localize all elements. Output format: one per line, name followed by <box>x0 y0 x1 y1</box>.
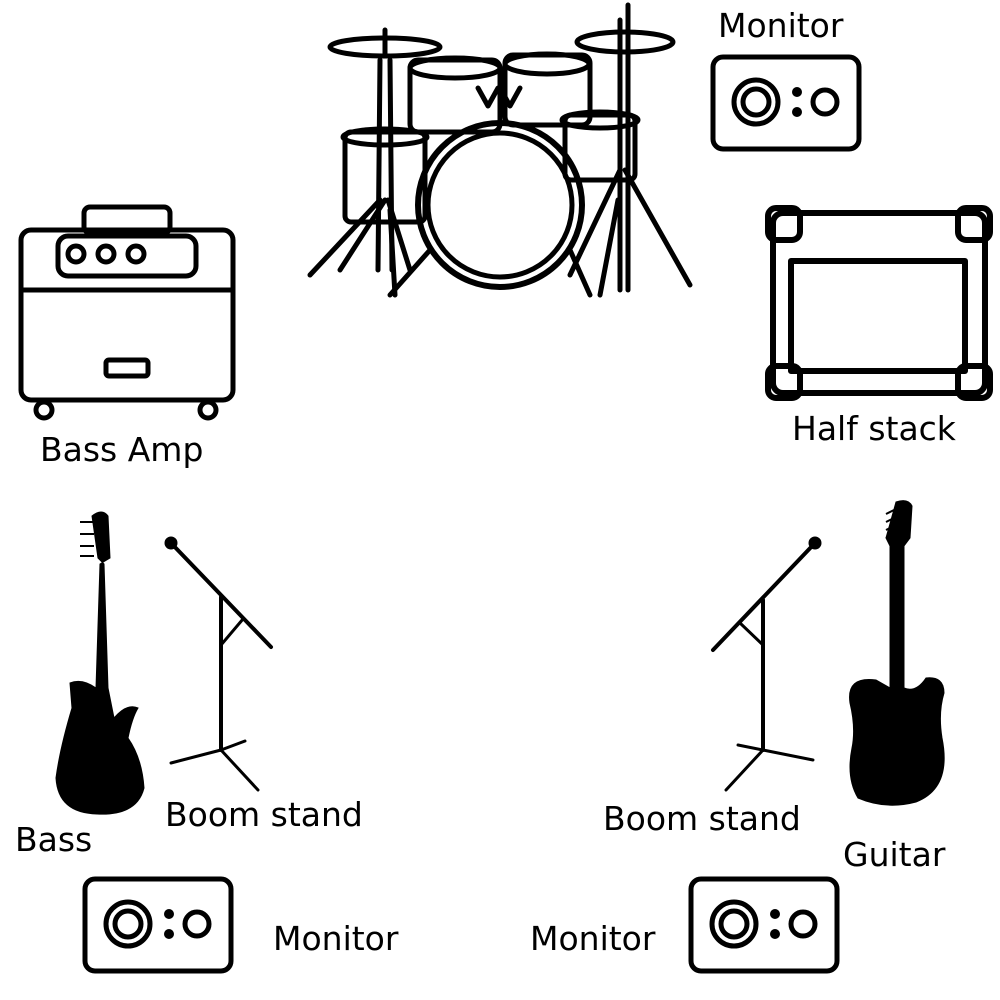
half-stack-icon <box>765 205 993 401</box>
monitor-bottom-left-icon <box>81 876 235 974</box>
boom-stand-right-label: Boom stand <box>603 799 801 838</box>
monitor-bottom-right-label: Monitor <box>530 919 656 958</box>
guitar-icon <box>846 498 954 808</box>
bass-amp-label: Bass Amp <box>40 430 204 469</box>
bass-amp-icon <box>18 204 238 422</box>
drum-kit-icon <box>300 0 700 300</box>
monitor-top-icon <box>710 54 862 152</box>
monitor-bottom-left-label: Monitor <box>273 919 399 958</box>
half-stack-label: Half stack <box>792 409 956 448</box>
guitar-label: Guitar <box>843 835 946 874</box>
boom-stand-left-label: Boom stand <box>165 795 363 834</box>
boom-stand-right-icon <box>708 535 823 795</box>
bass-label: Bass <box>15 820 93 859</box>
monitor-top-label: Monitor <box>718 6 844 45</box>
boom-stand-left-icon <box>163 535 275 795</box>
monitor-bottom-right-icon <box>688 876 840 974</box>
bass-guitar-icon <box>52 508 148 818</box>
